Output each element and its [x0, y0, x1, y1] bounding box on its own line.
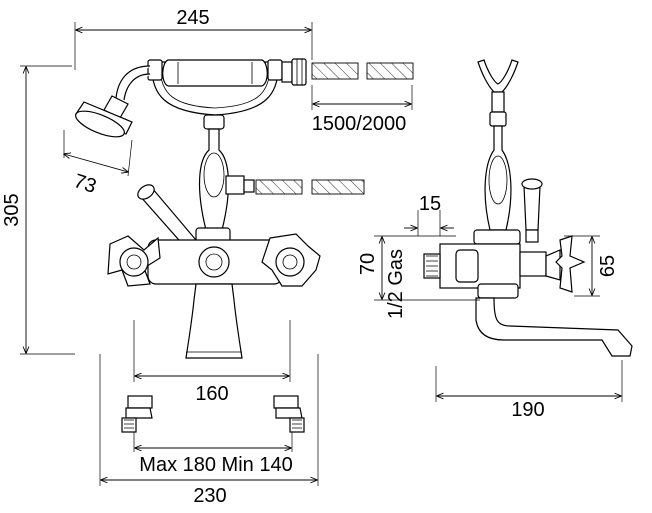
label-base-width: 230 — [193, 485, 226, 507]
label-adjustable-range: Max 180 Min 140 — [139, 454, 292, 476]
side-lever — [521, 178, 543, 243]
dim-spout-reach — [435, 360, 623, 402]
side-body — [423, 229, 561, 299]
dim-width-total — [74, 22, 313, 70]
mixer-body — [147, 227, 283, 359]
spout — [475, 297, 633, 357]
label-spout-reach: 190 — [511, 399, 544, 421]
label-centers: 160 — [195, 383, 228, 405]
label-handle-height: 65 — [597, 255, 619, 277]
cross-handle-right — [261, 233, 321, 287]
riser — [198, 114, 365, 231]
label-handshower-diameter: 73 — [71, 170, 99, 198]
dim-hose-length — [311, 85, 413, 110]
label-height-total: 305 — [1, 193, 23, 226]
handshower-head — [64, 65, 151, 177]
dim-height-total — [20, 65, 75, 355]
side-cross-handle — [555, 235, 586, 293]
diverter-lever — [137, 184, 197, 249]
dim-inlet-offset — [404, 210, 454, 236]
handshower-cradle — [147, 58, 307, 116]
front-view — [20, 22, 414, 486]
hose-hatched — [311, 62, 414, 80]
dim-handle-height — [564, 235, 600, 297]
connector-left — [121, 395, 153, 433]
cross-handle-left — [107, 235, 161, 287]
label-body-height: 70 — [357, 253, 379, 275]
side-view — [374, 59, 633, 402]
dim-base-width — [99, 354, 319, 486]
dim-adjustable-range — [133, 432, 293, 452]
dim-centers — [133, 320, 291, 382]
label-hose-length: 1500/2000 — [312, 113, 407, 135]
wall-hook — [477, 59, 519, 231]
label-inlet-offset: 15 — [419, 193, 441, 215]
label-thread-size: 1/2 Gas — [385, 249, 407, 319]
label-width-total: 245 — [176, 7, 209, 29]
connector-right — [273, 395, 305, 433]
dim-body-height — [374, 235, 480, 301]
